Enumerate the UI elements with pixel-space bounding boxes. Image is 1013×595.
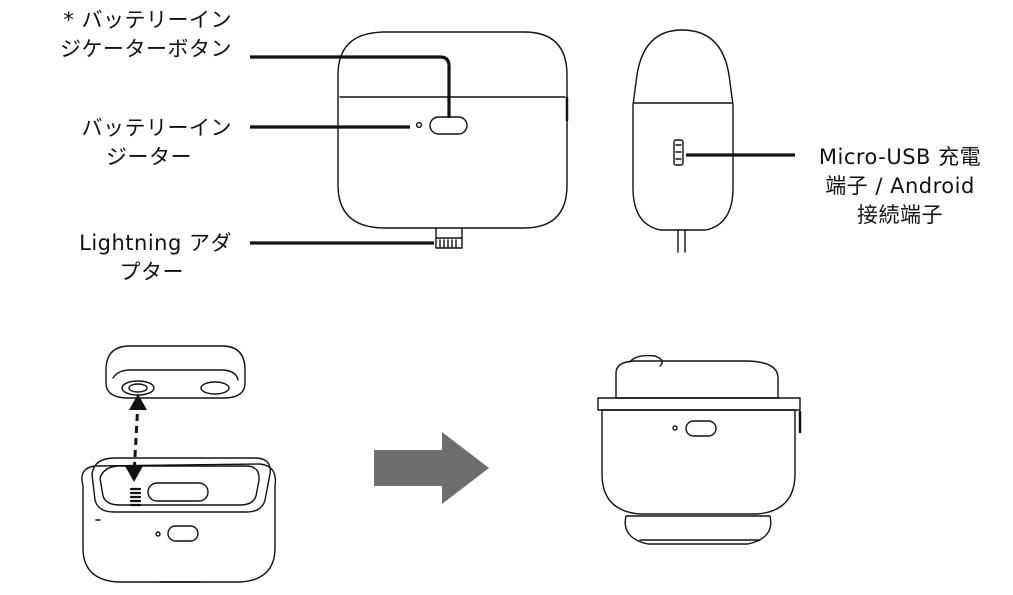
battery-indicator-label: バッテリーイン ジーター [10, 114, 232, 172]
label-line: * バッテリーイン [63, 8, 232, 32]
case-side-view [632, 29, 734, 253]
label-line: 接続端子 [857, 203, 943, 227]
earbuds-lid [105, 345, 246, 399]
assembled-case [597, 354, 802, 545]
insert-direction-arrow [125, 394, 147, 482]
leader-lines [250, 55, 795, 245]
right-arrow-icon [374, 432, 489, 504]
label-line: バッテリーイン [81, 116, 232, 140]
lightning-adapter [435, 227, 463, 249]
open-case [81, 457, 277, 583]
label-line: ジケーターボタン [60, 37, 232, 61]
label-line: 端子 / Android [825, 174, 975, 198]
label-line: Micro-USB 充電 [818, 145, 982, 169]
battery-indicator-button [429, 116, 468, 135]
label-line: ジーター [106, 145, 192, 169]
micro-usb-port [673, 139, 684, 166]
leader-line-button [250, 55, 451, 118]
charging-contacts [129, 487, 142, 507]
lightning-adapter-label: Lightning アダ プター [10, 229, 232, 287]
battery-indicator-button-label: * バッテリーイン ジケーターボタン [10, 6, 232, 64]
battery-indicator-led [415, 121, 423, 129]
micro-usb-port-label: Micro-USB 充電 端子 / Android 接続端子 [800, 143, 1000, 230]
label-line: プター [119, 260, 184, 284]
case-front-view [337, 31, 569, 249]
label-line: Lightning アダ [79, 231, 232, 255]
